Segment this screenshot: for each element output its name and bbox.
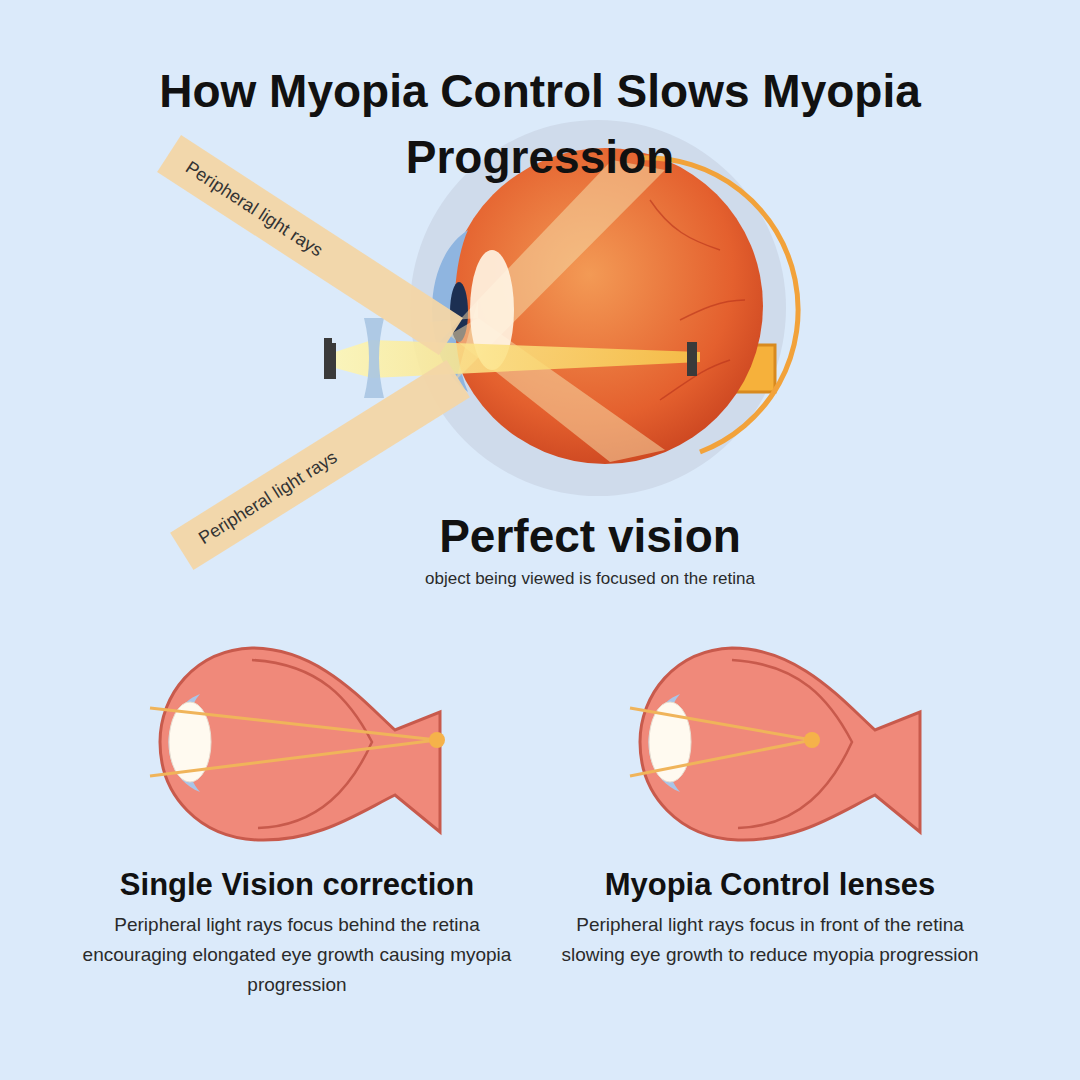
light-ray	[150, 740, 437, 776]
object	[324, 343, 336, 379]
band-label: Peripheral light rays	[195, 447, 341, 549]
section-description: Peripheral light rays focus in front of …	[545, 910, 995, 970]
blood-vessels	[650, 200, 745, 400]
title: How Myopia Control Slows Myopia Progress…	[110, 58, 970, 190]
section-heading: Single Vision correction	[47, 866, 547, 904]
section-heading: Perfect vision	[340, 508, 840, 564]
eyeball	[447, 148, 763, 464]
section-note: object being viewed is focused on the re…	[300, 568, 880, 590]
light-ray	[630, 708, 812, 740]
myopia-control-eye	[630, 648, 920, 840]
eyeball	[640, 648, 920, 840]
light-ray-band: Peripheral light rays	[170, 360, 470, 570]
light-ray	[150, 708, 437, 740]
section-heading: Myopia Control lenses	[520, 866, 1020, 904]
focal-point	[804, 732, 820, 748]
light-ray	[630, 740, 812, 776]
retina-image	[687, 342, 697, 376]
single-vision-eye	[150, 648, 445, 840]
light-beam	[335, 340, 700, 378]
focal-point	[429, 732, 445, 748]
object	[324, 338, 332, 344]
retina	[640, 158, 798, 452]
section-description: Peripheral light rays focus behind the r…	[72, 910, 522, 1000]
band-label: Peripheral light rays	[182, 157, 327, 261]
retina	[252, 660, 372, 828]
concave-lens	[364, 318, 384, 398]
